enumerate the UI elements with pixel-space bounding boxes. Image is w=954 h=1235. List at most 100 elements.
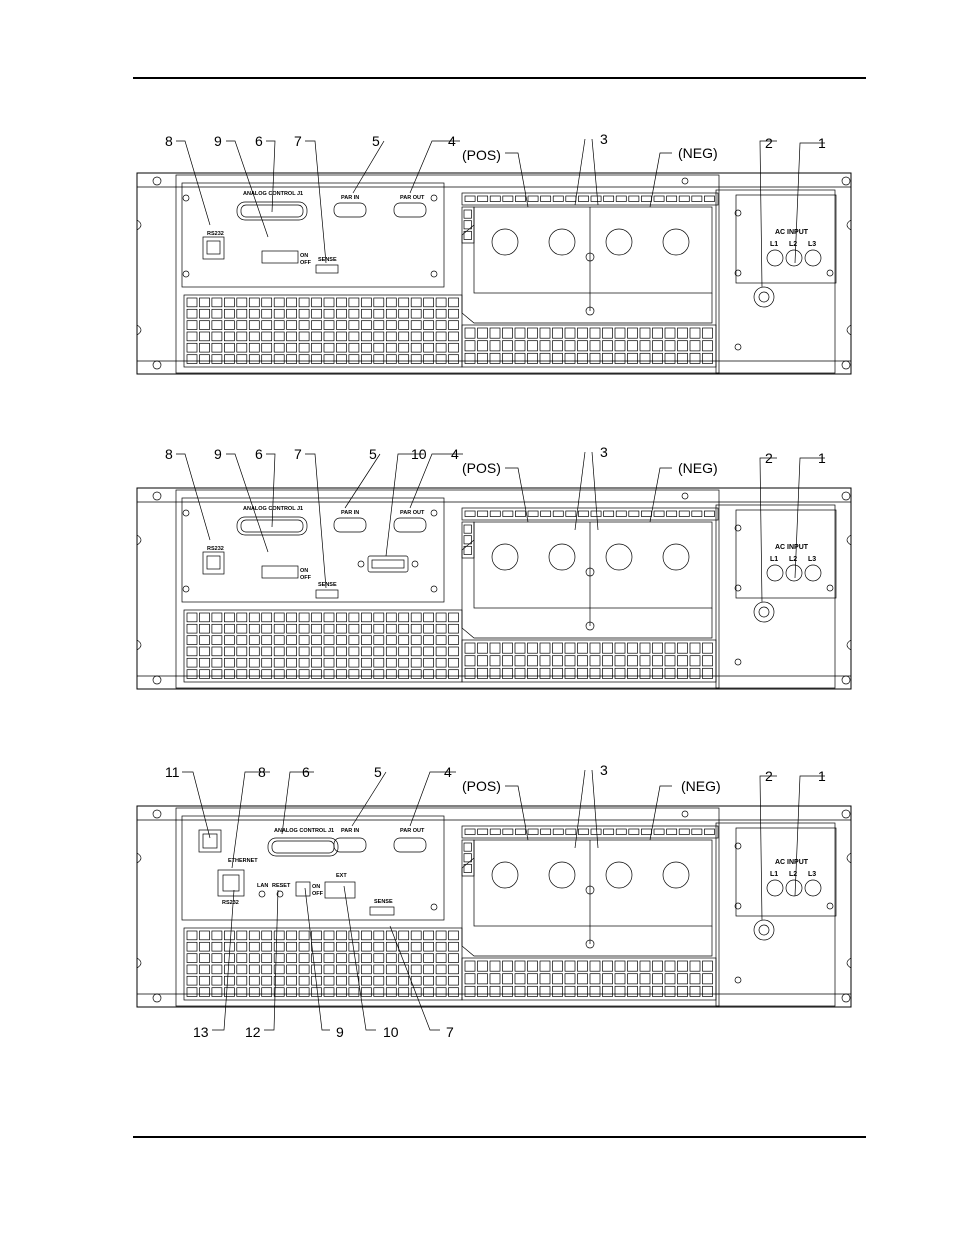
vent-slot bbox=[211, 354, 223, 364]
vent-slot bbox=[477, 667, 488, 679]
vent-slot bbox=[236, 657, 248, 668]
lan-text: LAN bbox=[257, 883, 268, 889]
vent-slot bbox=[602, 667, 613, 679]
vent-slot bbox=[298, 930, 310, 941]
vent-slot bbox=[361, 941, 372, 952]
vent-slot bbox=[336, 941, 347, 952]
vent-slot bbox=[564, 642, 576, 654]
vent-slot bbox=[448, 308, 459, 319]
vent-slot bbox=[361, 987, 372, 997]
vent-slot bbox=[385, 953, 397, 963]
vent-slot bbox=[385, 635, 397, 645]
vent-slot bbox=[311, 612, 322, 623]
vent-slot bbox=[286, 297, 297, 308]
vent-slot bbox=[186, 646, 198, 657]
vent-slot bbox=[311, 297, 322, 308]
vent-slot bbox=[211, 953, 223, 963]
vent-slot bbox=[373, 657, 385, 668]
vent-slot bbox=[361, 964, 372, 975]
vent-slot bbox=[448, 331, 459, 342]
vent-slot bbox=[398, 320, 410, 330]
vent-slot bbox=[286, 331, 297, 342]
vent-slot bbox=[336, 953, 347, 963]
vent-slot bbox=[261, 953, 273, 963]
vent-slot bbox=[423, 930, 434, 941]
vent-slot bbox=[236, 646, 248, 657]
vent-slot bbox=[348, 930, 360, 941]
vent-slot bbox=[602, 642, 613, 654]
vent-slot bbox=[502, 828, 514, 835]
vent-slot bbox=[527, 973, 538, 985]
vent-slot bbox=[639, 327, 651, 339]
vent-slot bbox=[435, 964, 447, 975]
rear-panel-diagram-2: 8 9 6 7 5 10 4 3 2 1 (POS) (NEG) bbox=[0, 440, 954, 710]
neg-label: (NEG) bbox=[678, 460, 718, 476]
vent-slot bbox=[385, 320, 397, 330]
vent-slot bbox=[704, 195, 715, 202]
rear-panel-2-svg: 8 9 6 7 5 10 4 3 2 1 (POS) (NEG) bbox=[136, 444, 852, 690]
vent-slot bbox=[615, 828, 627, 835]
vent-slot bbox=[261, 623, 273, 634]
vent-slot bbox=[489, 510, 501, 517]
vent-slot bbox=[336, 342, 347, 353]
vent-slot bbox=[489, 327, 501, 339]
vent-slot bbox=[423, 331, 434, 342]
vent-slot bbox=[464, 510, 476, 517]
vent-slot bbox=[539, 340, 551, 352]
pos-label: (POS) bbox=[462, 778, 501, 794]
analog-control-connector-3: ANALOG CONTROL J1 bbox=[267, 828, 339, 857]
vent-slot bbox=[348, 354, 360, 364]
vent-slot bbox=[373, 320, 385, 330]
vent-slot bbox=[236, 975, 248, 986]
vent-slot bbox=[565, 828, 577, 835]
vent-slot bbox=[677, 667, 688, 679]
vent-slot bbox=[477, 960, 488, 972]
vent-slot bbox=[502, 655, 513, 667]
vent-slot bbox=[273, 987, 285, 997]
vent-slot bbox=[211, 320, 223, 330]
vent-slot bbox=[385, 612, 397, 623]
vent-slot bbox=[514, 642, 526, 654]
vent-slot bbox=[211, 308, 223, 319]
analog-control-text: ANALOG CONTROL J1 bbox=[243, 191, 303, 197]
vent-slot bbox=[336, 635, 347, 645]
on-text: ON bbox=[300, 253, 308, 259]
vent-slot bbox=[552, 985, 563, 997]
vent-slot bbox=[398, 953, 410, 963]
vent-slot bbox=[224, 953, 235, 963]
on-text: ON bbox=[312, 884, 320, 890]
vent-slot bbox=[666, 828, 678, 835]
callout-3: 3 bbox=[600, 762, 608, 778]
vent-slot bbox=[448, 930, 459, 941]
vent-slot bbox=[186, 657, 198, 668]
vent-slot bbox=[348, 941, 360, 952]
vent-slot bbox=[590, 510, 602, 517]
l2-text: L2 bbox=[789, 556, 797, 563]
vent-slot bbox=[590, 828, 602, 835]
vent-slot bbox=[323, 635, 335, 645]
vent-slot bbox=[639, 960, 651, 972]
vent-slot bbox=[653, 195, 665, 202]
vent-slot bbox=[589, 352, 601, 364]
vent-slot bbox=[186, 941, 198, 952]
vent-slot bbox=[423, 657, 434, 668]
vent-slot bbox=[564, 667, 576, 679]
rear-panel-1-svg: 8 9 6 7 5 4 3 2 1 (POS) (NEG) bbox=[136, 131, 852, 375]
vent-slot bbox=[361, 297, 372, 308]
vent-slot bbox=[311, 657, 322, 668]
vent-slot bbox=[448, 646, 459, 657]
vent-slot bbox=[373, 342, 385, 353]
vent-slot bbox=[261, 320, 273, 330]
vent-slot bbox=[248, 320, 260, 330]
vent-slot bbox=[224, 941, 235, 952]
rear-panel-diagram-1: 8 9 6 7 5 4 3 2 1 (POS) (NEG) bbox=[0, 125, 954, 395]
callout-13: 13 bbox=[193, 1024, 209, 1040]
par-in-connector-3: PAR IN bbox=[333, 828, 367, 853]
vent-slot bbox=[614, 667, 626, 679]
header-rule bbox=[133, 77, 866, 79]
vent-slot bbox=[298, 342, 310, 353]
vent-slot bbox=[666, 510, 678, 517]
vent-slot bbox=[564, 655, 576, 667]
vent-slot bbox=[323, 623, 335, 634]
vent-slot bbox=[627, 973, 638, 985]
